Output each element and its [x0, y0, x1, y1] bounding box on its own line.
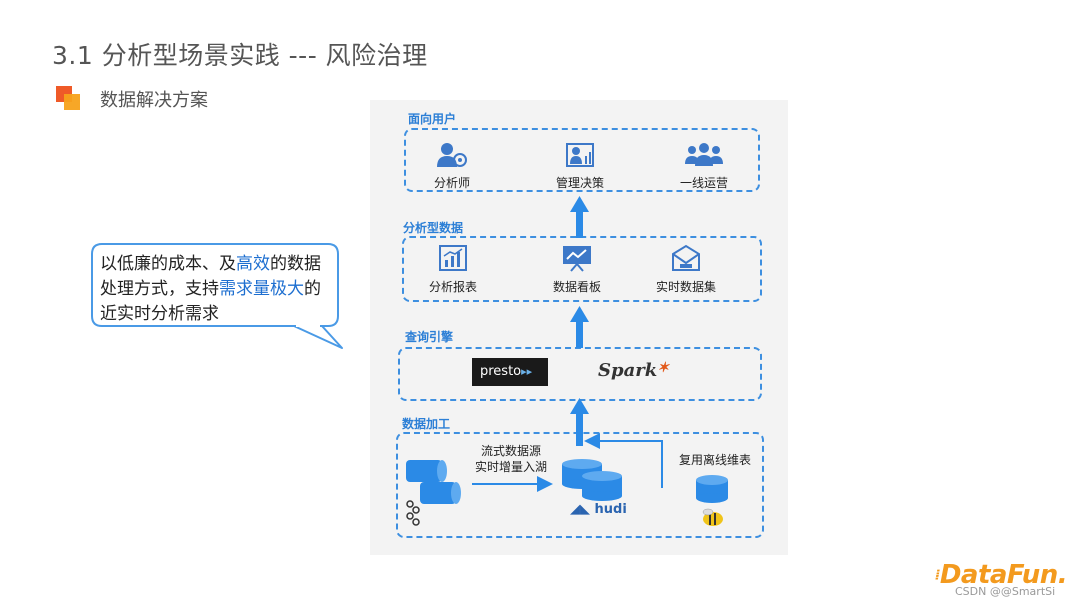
- node-management: 管理决策: [530, 142, 630, 191]
- team-icon: [685, 143, 723, 166]
- callout-text-part1: 以低廉的成本、及: [100, 254, 236, 274]
- node-dashboard: 数据看板: [527, 244, 627, 295]
- chart-report-icon: [439, 245, 467, 271]
- stream-source-cylinders-icon: [406, 460, 461, 526]
- hudi-logo-text: hudi: [594, 502, 627, 517]
- callout-highlight-volume: 需求量极大: [219, 279, 304, 299]
- group-label-processing: 数据加工: [402, 417, 451, 431]
- datafun-logo: ⁞DataFun.: [935, 560, 1068, 590]
- dataset-envelope-icon: [672, 244, 700, 271]
- arrow-processing-to-query: [570, 398, 589, 446]
- stream-label: 流式数据源 实时增量入湖: [466, 443, 556, 475]
- hive-bee-icon: [702, 508, 723, 526]
- node-report-label: 分析报表: [428, 280, 477, 294]
- datafun-logo-text: DataFun.: [939, 560, 1068, 590]
- callout-text-part3: 的近实时分析需求: [100, 279, 321, 324]
- stream-label-line1: 流式数据源: [480, 444, 541, 458]
- users-box: [404, 128, 760, 192]
- node-realtime-dataset-label: 实时数据集: [655, 280, 716, 294]
- group-label-query: 查询引擎: [405, 330, 454, 344]
- spark-logo-text: Spark: [598, 360, 658, 381]
- spark-logo: Spark✶: [598, 360, 669, 381]
- arrow-analytics-to-users: [570, 196, 589, 238]
- section-label: 数据解决方案: [100, 90, 208, 111]
- hudi-logo: ◢◣ hudi: [570, 502, 627, 517]
- hudi-lake-cylinders-icon: [562, 459, 622, 501]
- node-realtime-dataset: 实时数据集: [636, 244, 736, 295]
- node-dashboard-label: 数据看板: [552, 280, 601, 294]
- node-report: 分析报表: [403, 244, 503, 295]
- arrow-offline-dim: [584, 433, 663, 488]
- node-operations: 一线运营: [654, 142, 754, 191]
- node-operations-label: 一线运营: [679, 176, 728, 190]
- presto-logo-text: presto: [480, 364, 522, 379]
- callout-text: 以低廉的成本、及高效的数据处理方式，支持需求量极大的近实时分析需求: [100, 252, 330, 327]
- group-label-users: 面向用户: [408, 112, 457, 126]
- slide-title: 3.1 分析型场景实践 --- 风险治理: [52, 41, 428, 70]
- presto-logo: presto▸▸: [472, 358, 548, 386]
- callout-highlight-efficient: 高效: [236, 254, 270, 274]
- dashboard-board-icon: [563, 246, 591, 272]
- node-analyst-label: 分析师: [433, 176, 470, 190]
- arrow-query-to-analytics: [570, 306, 589, 348]
- analyst-icon: [437, 143, 467, 167]
- csdn-watermark: CSDN @@SmartSi: [955, 585, 1056, 598]
- callout-text-part2: 的数据处理方式，支持: [100, 254, 321, 299]
- management-icon: [566, 143, 594, 167]
- node-analyst: 分析师: [402, 142, 502, 191]
- offline-dim-label: 复用离线维表: [678, 453, 751, 467]
- stream-label-line2: 实时增量入湖: [474, 460, 547, 474]
- section-bullet-icon: [56, 86, 82, 112]
- offline-dim-cylinder-icon: [696, 475, 728, 503]
- node-management-label: 管理决策: [555, 176, 604, 190]
- callout-bubble: [91, 243, 343, 349]
- group-label-analytics: 分析型数据: [403, 221, 464, 235]
